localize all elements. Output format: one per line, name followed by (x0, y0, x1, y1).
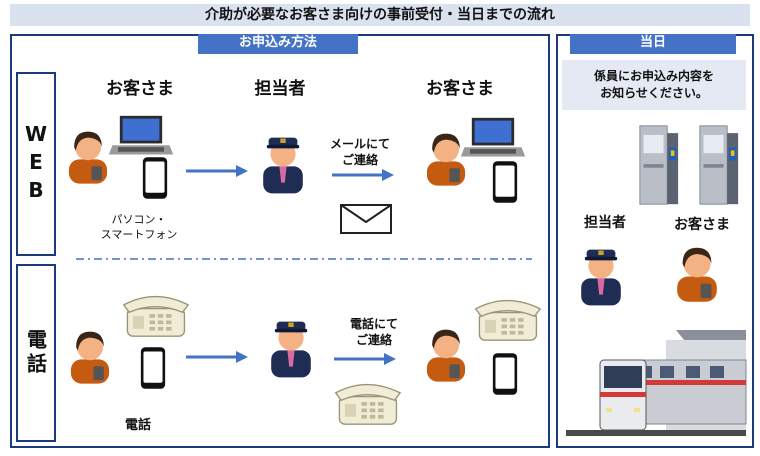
ticket-gate-icon (696, 124, 742, 206)
telephone-icon (330, 380, 404, 426)
phone-contact-line1: 電話にて (349, 317, 398, 331)
web-contact-label: メールにて ご連絡 (320, 136, 400, 168)
telephone-icon (118, 292, 192, 338)
staff-icon (264, 310, 318, 380)
day-of-note: 係員にお申込み内容を お知らせください。 (562, 60, 746, 110)
arrow-icon (186, 165, 248, 177)
laptop-icon (108, 114, 174, 160)
customer-icon (64, 324, 116, 386)
phone-device-caption: 電話 (124, 418, 151, 433)
web-customer-label: お客さま (106, 79, 174, 99)
arrow-icon (334, 353, 396, 365)
smartphone-icon (492, 160, 518, 204)
mail-icon (340, 204, 392, 234)
day-of-note-line2: お知らせください。 (600, 86, 708, 100)
web-side-label: WEB (16, 72, 56, 256)
staff-icon (574, 238, 628, 308)
day-of-staff-label: 担当者 (584, 215, 626, 231)
ticket-gate-icon (636, 124, 682, 206)
customer-icon (62, 124, 114, 186)
web-device-caption-line2: スマートフォン (100, 228, 178, 241)
page-title: 介助が必要なお客さま向けの事前受付・当日までの流れ (10, 4, 750, 26)
smartphone-icon (492, 352, 518, 396)
day-of-header: 当日 (570, 34, 736, 54)
smartphone-icon (142, 156, 168, 200)
web-contact-line2: ご連絡 (341, 153, 378, 167)
arrow-icon (186, 351, 248, 363)
day-of-note-line1: 係員にお申込み内容を (593, 69, 714, 83)
web-contact-line1: メールにて (329, 137, 390, 151)
web-side-label-text: WEB (24, 122, 48, 206)
application-header: お申込み方法 (198, 34, 358, 54)
row-divider (76, 258, 532, 260)
phone-side-label: 電話 (16, 264, 56, 442)
web-staff-label: 担当者 (254, 79, 306, 99)
arrow-icon (332, 169, 394, 181)
phone-side-label-text: 電話 (23, 329, 48, 377)
web-device-caption: パソコン・ スマートフォン (84, 212, 194, 242)
telephone-icon (470, 296, 544, 342)
customer-icon (670, 240, 724, 304)
day-of-customer-label: お客さま (674, 217, 730, 233)
phone-contact-label: 電話にて ご連絡 (334, 316, 414, 348)
laptop-icon (460, 116, 526, 162)
staff-icon (256, 126, 310, 196)
phone-contact-line2: ご連絡 (355, 333, 392, 347)
train-icon (566, 330, 747, 436)
customer-icon (420, 322, 472, 384)
web-customer2-label: お客さま (426, 79, 494, 99)
smartphone-icon (140, 346, 166, 390)
web-device-caption-line1: パソコン・ (111, 213, 167, 226)
